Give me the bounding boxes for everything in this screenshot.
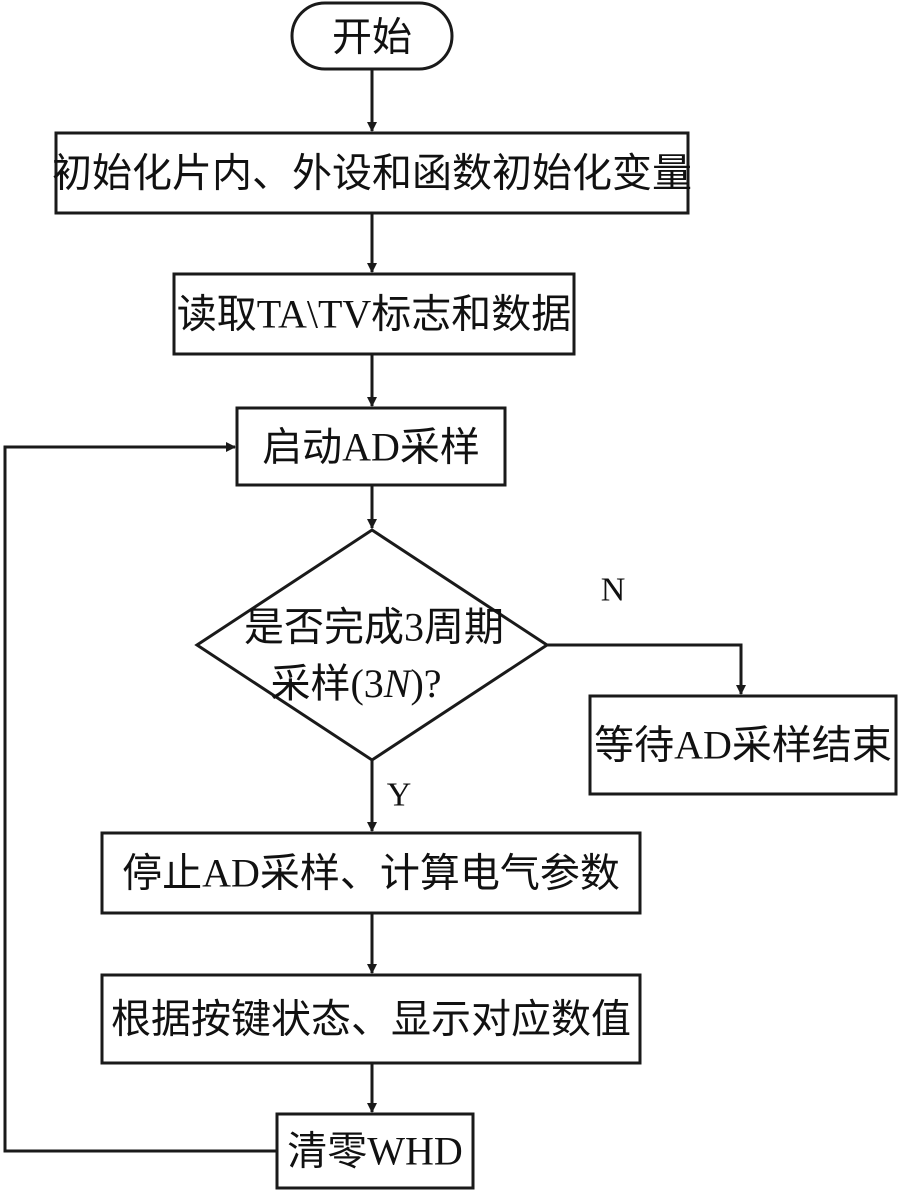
init-label: 初始化片内、外设和函数初始化变量 [52, 151, 692, 196]
connector-loop-back [3, 442, 277, 1153]
start-ad-label: 启动AD采样 [262, 425, 480, 470]
read-label: 读取TA\TV标志和数据 [177, 292, 572, 337]
decision-label-line2: 采样(3N)? [270, 661, 441, 706]
wait-label: 等待AD采样结束 [594, 723, 892, 768]
clear-node: 清零WHD [275, 1112, 475, 1190]
stop-calc-node: 停止AD采样、计算电气参数 [100, 831, 642, 915]
start-node: 开始 [290, 1, 454, 71]
start-label: 开始 [332, 15, 412, 60]
clear-label: 清零WHD [287, 1129, 463, 1174]
yes-edge-label: Y [387, 777, 412, 814]
decision-label-line1: 是否完成3周期 [244, 605, 504, 650]
connector-decision-no [547, 643, 746, 695]
stop-calc-label: 停止AD采样、计算电气参数 [122, 851, 620, 896]
wait-node: 等待AD采样结束 [588, 694, 898, 796]
no-edge-label: N [601, 572, 626, 609]
read-node: 读取TA\TV标志和数据 [172, 272, 576, 356]
decision-node: 是否完成3周期 采样(3N)? [194, 528, 550, 762]
init-node: 初始化片内、外设和函数初始化变量 [52, 131, 692, 215]
display-node: 根据按键状态、显示对应数值 [100, 973, 642, 1065]
display-label: 根据按键状态、显示对应数值 [111, 997, 631, 1042]
start-ad-node: 启动AD采样 [235, 406, 507, 487]
